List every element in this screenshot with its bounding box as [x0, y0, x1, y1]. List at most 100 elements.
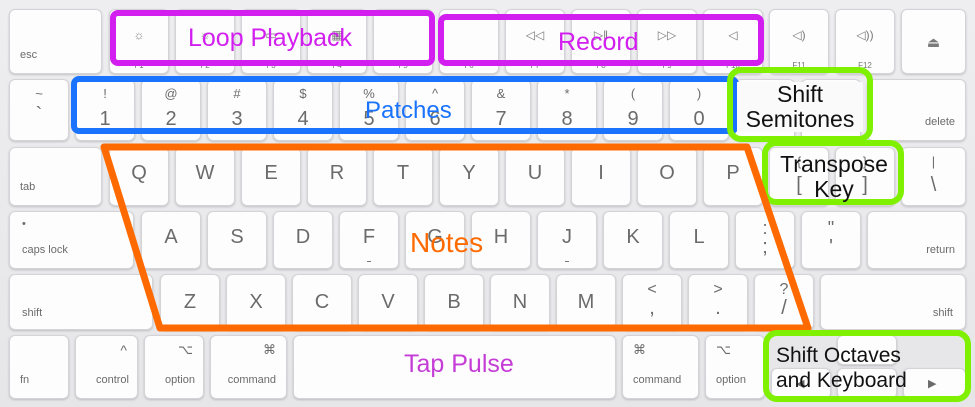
transpose-key-label: Transpose Key: [780, 151, 888, 202]
key-label: 9: [627, 108, 639, 130]
key-shift-label: {: [796, 154, 802, 169]
key-f11[interactable]: ◁) F11: [769, 9, 829, 74]
key-m[interactable]: M: [556, 274, 616, 330]
left-arrow-icon: ◀: [796, 378, 805, 390]
key-shift-right[interactable]: shift: [820, 274, 966, 330]
key-shift-label: >: [713, 281, 723, 298]
key-label: F: [362, 226, 376, 248]
key-shift-label: ~: [35, 86, 43, 101]
key-shift-label: !: [103, 86, 107, 101]
key-control[interactable]: ^ control: [75, 335, 138, 399]
key-label: command: [227, 374, 276, 386]
key-label: shift: [22, 307, 43, 319]
key-z[interactable]: Z: [160, 274, 220, 330]
key-n[interactable]: N: [490, 274, 550, 330]
key-j[interactable]: J: [537, 211, 597, 269]
launchpad-icon: ▦: [331, 28, 343, 42]
right-arrow-icon: ▶: [928, 378, 937, 390]
key-shift-label: :: [762, 218, 768, 238]
key-space[interactable]: [293, 335, 616, 399]
key-return[interactable]: return: [867, 211, 966, 269]
shift-semitones-region: [727, 67, 873, 142]
key-f12[interactable]: ◁)) F12: [835, 9, 895, 74]
key-label: 2: [165, 108, 177, 130]
key-label: tab: [20, 181, 36, 193]
loop-playback-label: Loop Playback: [188, 24, 353, 52]
key-eject[interactable]: ⏏: [901, 9, 966, 74]
key-q[interactable]: Q: [109, 147, 169, 206]
key-label: [: [796, 174, 802, 196]
key-label: Z: [183, 291, 197, 313]
key-label: C: [314, 291, 330, 313]
key-e[interactable]: E: [241, 147, 301, 206]
key-shift-label: ?: [779, 281, 789, 298]
key-label: caps lock: [22, 244, 68, 256]
key-label: Q: [131, 162, 147, 184]
key-f[interactable]: F: [339, 211, 399, 269]
key-label: B: [447, 291, 461, 313]
key-y[interactable]: Y: [439, 147, 499, 206]
shift-octaves-region: [763, 330, 971, 402]
key-quote[interactable]: " ': [801, 211, 861, 269]
key-command-right[interactable]: ⌘ command: [622, 335, 699, 399]
mute-icon: ◁: [728, 28, 738, 42]
record-region: [438, 14, 764, 66]
key-g[interactable]: G: [405, 211, 465, 269]
key-label: command: [633, 374, 682, 386]
key-l[interactable]: L: [669, 211, 729, 269]
key-label: T: [396, 162, 410, 184]
key-shift-label: %: [363, 86, 375, 101]
key-v[interactable]: V: [358, 274, 418, 330]
key-label: esc: [20, 49, 38, 61]
key-label: X: [249, 291, 263, 313]
key-a[interactable]: A: [141, 211, 201, 269]
key-i[interactable]: I: [571, 147, 631, 206]
key-s[interactable]: S: [207, 211, 267, 269]
key-right-arrow[interactable]: ▶: [903, 368, 966, 399]
key-shift-label: |: [931, 154, 936, 169]
key-shift-label: }: [862, 154, 868, 169]
play-pause-icon: ▷‖: [593, 28, 609, 42]
key-caps-lock[interactable]: • caps lock: [9, 211, 134, 269]
key-t[interactable]: T: [373, 147, 433, 206]
volume-down-icon: ◁): [792, 28, 806, 42]
key-option-right[interactable]: ⌥ option: [705, 335, 765, 399]
key-label: A: [164, 226, 178, 248]
key-k[interactable]: K: [603, 211, 663, 269]
key-fn[interactable]: fn: [9, 335, 69, 399]
key-shift-label: ^: [431, 86, 439, 101]
key-left-bracket[interactable]: { [: [769, 147, 829, 206]
key-d[interactable]: D: [273, 211, 333, 269]
key-command-left[interactable]: ⌘ command: [210, 335, 287, 399]
brightness-down-icon: ☼: [133, 28, 145, 42]
key-label: R: [329, 162, 345, 184]
key-x[interactable]: X: [226, 274, 286, 330]
patches-region: [71, 76, 739, 134]
key-label: `: [35, 104, 43, 126]
key-shift-label: <: [647, 281, 657, 298]
key-shift-left[interactable]: shift: [9, 274, 153, 330]
key-label: 0: [693, 108, 705, 130]
key-shift-label: #: [233, 86, 241, 101]
key-label: O: [659, 162, 675, 184]
key-label: I: [598, 162, 604, 184]
key-label: U: [527, 162, 543, 184]
key-c[interactable]: C: [292, 274, 352, 330]
key-label: E: [264, 162, 278, 184]
key-tab[interactable]: tab: [9, 147, 102, 206]
key-label: 1: [99, 108, 111, 130]
key-option-left[interactable]: ⌥ option: [144, 335, 204, 399]
key-label: /: [781, 297, 787, 319]
key-backtick[interactable]: ~ `: [9, 79, 69, 141]
key-b[interactable]: B: [424, 274, 484, 330]
key-shift-label: ": [827, 218, 835, 238]
key-label: fn: [20, 374, 30, 386]
brightness-up-icon: ☼: [199, 28, 211, 42]
key-esc[interactable]: esc: [9, 9, 102, 74]
key-h[interactable]: H: [471, 211, 531, 269]
key-right-bracket[interactable]: } ]: [835, 147, 895, 206]
key-shift-label: &: [496, 86, 506, 101]
key-label: \: [930, 174, 937, 196]
key-backslash[interactable]: | \: [901, 147, 966, 206]
rewind-icon: ◁◁: [525, 28, 545, 42]
